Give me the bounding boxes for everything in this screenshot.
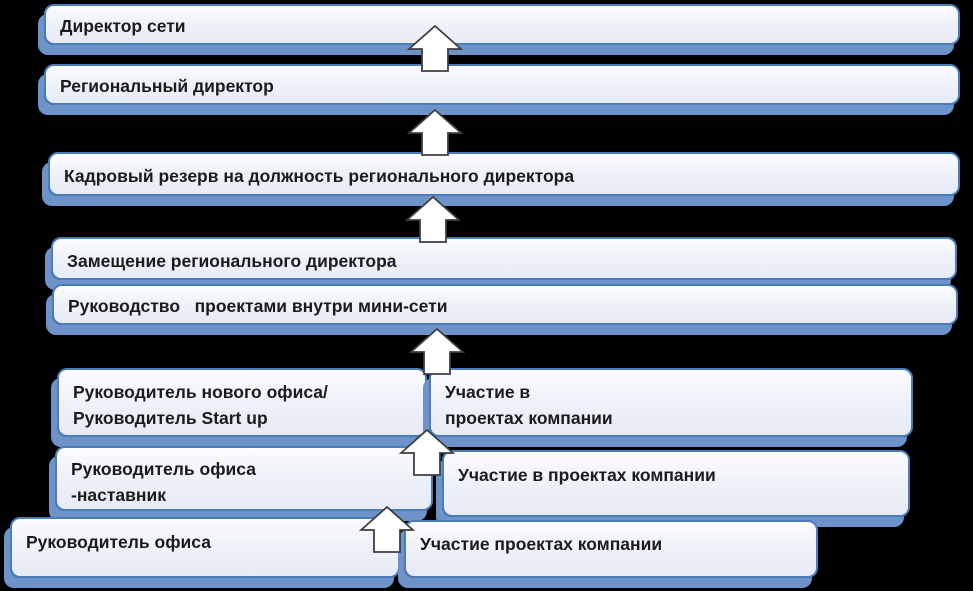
office-head-mentor-label: Руководитель офиса -наставник [71, 459, 256, 505]
projects-participation-middle-label: Участие в проектах компании [458, 465, 716, 485]
acting-regional-director-box: Замещение регионального директора [51, 237, 957, 280]
talent-pool-label: Кадровый резерв на должность регионально… [64, 166, 575, 186]
up-arrow-icon [405, 196, 461, 243]
regional-director-label: Региональный директор [60, 76, 274, 96]
projects-participation-bottom-box: Участие проектах компании [404, 520, 818, 578]
up-arrow-icon [407, 25, 463, 72]
projects-participation-bottom-label: Участие проектах компании [420, 534, 663, 554]
new-office-head-box: Руководитель нового офиса/ Руководитель … [57, 368, 427, 437]
office-head-mentor-box: Руководитель офиса -наставник [55, 446, 433, 511]
mini-network-projects-box: Руководство проектами внутри мини-сети [52, 284, 958, 325]
projects-participation-top-box: Участие в проектах компании [429, 368, 913, 437]
office-head-box: Руководитель офиса [10, 517, 400, 578]
projects-participation-middle-box: Участие в проектах компании [442, 450, 910, 517]
up-arrow-icon [399, 429, 455, 476]
up-arrow-icon [359, 506, 415, 553]
up-arrow-icon [407, 109, 463, 156]
new-office-head-label: Руководитель нового офиса/ Руководитель … [73, 382, 328, 428]
up-arrow-icon [409, 328, 465, 375]
office-head-label: Руководитель офиса [26, 532, 211, 552]
regional-director-box: Региональный директор [44, 64, 960, 105]
projects-participation-top-label: Участие в проектах компании [445, 382, 613, 428]
acting-regional-director-label: Замещение регионального директора [67, 251, 397, 271]
network-director-box: Директор сети [44, 4, 960, 45]
talent-pool-box: Кадровый резерв на должность регионально… [48, 152, 960, 196]
network-director-label: Директор сети [60, 16, 186, 36]
mini-network-projects-label: Руководство проектами внутри мини-сети [68, 296, 448, 316]
